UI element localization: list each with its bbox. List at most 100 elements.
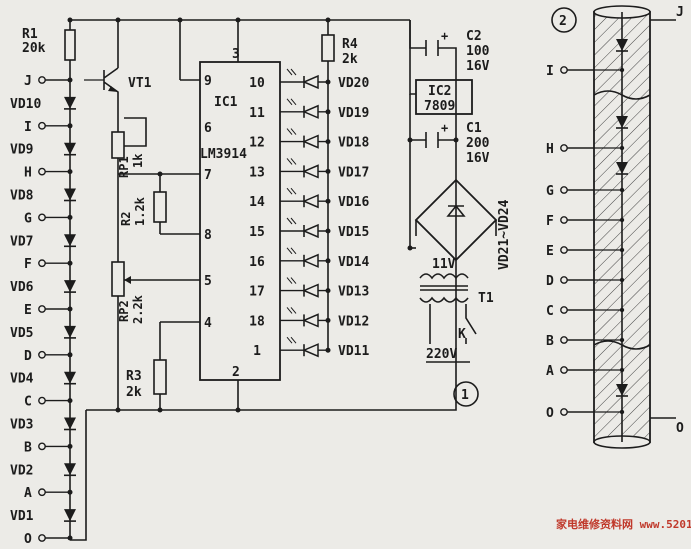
- vt1-label: VT1: [128, 76, 152, 91]
- led-light-arrows: [286, 307, 297, 314]
- c2-value: 100: [466, 44, 490, 59]
- led-label: VD15: [338, 225, 369, 240]
- rp1-wiper-loop: [124, 117, 147, 147]
- ic1-left-pin: 4: [204, 316, 212, 331]
- watermark: 家电维修资料网 www.520101.com: [556, 517, 691, 531]
- probe-node-label: G: [546, 184, 554, 199]
- transformer-primary: [419, 296, 469, 303]
- probe-node-label: H: [546, 142, 554, 157]
- junction-dot: [177, 17, 183, 23]
- c2-voltage: 16V: [466, 59, 490, 74]
- probe-node-label: B: [546, 334, 554, 349]
- power-ground: [410, 400, 457, 411]
- led-light-arrows: [286, 217, 297, 225]
- r4-ref: R4: [342, 37, 358, 52]
- node-terminal: [38, 305, 46, 313]
- led-diode: [302, 104, 319, 119]
- junction-dot: [67, 123, 73, 129]
- junction-dot: [67, 352, 73, 358]
- node-label: G: [24, 211, 32, 226]
- node-terminal: [38, 396, 46, 405]
- left-diode-chain: R1 20k JVD10IVD9HVD8GVD7FVD6EVD5DVD4CVD3…: [10, 17, 76, 547]
- node-terminal: [38, 488, 46, 497]
- probe-label-j: J: [676, 5, 684, 20]
- junction-dot: [407, 137, 413, 143]
- transformer-core: [420, 285, 468, 291]
- led-light-arrows: [286, 98, 297, 106]
- ic2-body: [415, 79, 473, 115]
- r3-ref: R3: [126, 369, 142, 384]
- junction-dot: [325, 168, 331, 174]
- node-label: D: [24, 349, 32, 364]
- c1-value: 200: [466, 136, 490, 151]
- ic1-part: LM3914: [200, 147, 247, 162]
- led-light-arrows: [286, 187, 297, 195]
- ic1-right-pin: 15: [249, 225, 265, 240]
- ic1-left-pin: 6: [204, 121, 212, 136]
- junction-dot: [157, 407, 163, 413]
- probe-node-terminal: [560, 144, 568, 152]
- probe-node-terminal: [560, 66, 568, 74]
- led-light-arrows: [286, 158, 297, 165]
- probe-node-terminal: [560, 276, 568, 284]
- rp1-value: 1k: [131, 153, 145, 168]
- led-label: VD20: [338, 76, 369, 91]
- chain-diode-label: VD3: [10, 418, 33, 433]
- node-terminal: [38, 534, 46, 542]
- junction-dot: [325, 79, 331, 85]
- ic1-pin3: 3: [232, 47, 240, 62]
- node-label: F: [24, 257, 32, 272]
- figure-2-circle: [551, 7, 577, 33]
- ic1-left-pin: 7: [204, 168, 212, 183]
- led-diode: [302, 283, 319, 298]
- led-diode: [302, 134, 319, 149]
- ic1-ref: IC1: [214, 95, 238, 110]
- bridge-ac-leads: [415, 220, 497, 236]
- ic2-part: 7809: [424, 99, 455, 114]
- mains-voltage: 220V: [426, 347, 457, 362]
- ic1-right-pin: 11: [249, 106, 265, 121]
- led-label: VD19: [338, 106, 369, 121]
- node-label: H: [24, 166, 32, 181]
- junction-dot: [67, 214, 73, 220]
- c2-wire: [409, 20, 457, 400]
- c1-voltage: 16V: [466, 151, 490, 166]
- c1-plates: [425, 132, 439, 148]
- chain-diode-label: VD2: [10, 463, 33, 478]
- rp1-body: [111, 131, 125, 159]
- chain-diode: [64, 509, 76, 522]
- r2-body: [153, 191, 167, 223]
- figure-1-circle: [453, 381, 479, 407]
- junction-dot: [453, 137, 459, 143]
- r1-ref: R1: [22, 27, 38, 42]
- chain-diode-label: VD7: [10, 234, 33, 249]
- junction-dot: [325, 228, 331, 234]
- junction-dot: [67, 489, 73, 495]
- vt1-emitter-arrow: [108, 86, 118, 92]
- c1-ref: C1: [466, 121, 482, 136]
- led-diode: [302, 164, 319, 179]
- led-label: VD18: [338, 136, 369, 151]
- led-diode: [302, 74, 319, 90]
- chain-diode: [64, 96, 76, 109]
- rp2-body: [111, 261, 125, 297]
- probe-node-label: D: [546, 274, 554, 289]
- probe-node-terminal: [560, 216, 568, 224]
- junction-dot: [619, 277, 625, 283]
- node-label: J: [24, 74, 32, 89]
- led-light-arrows: [286, 68, 297, 76]
- probe-node-terminal: [560, 408, 568, 416]
- led-label: VD12: [338, 314, 369, 329]
- chain-diode: [64, 188, 76, 201]
- junction-dot: [325, 198, 331, 204]
- junction-dot: [67, 169, 73, 175]
- r3-value: 2k: [126, 385, 142, 400]
- r3-body: [153, 359, 167, 395]
- bridge-diode-symbol: [446, 204, 466, 217]
- node-terminal: [38, 167, 46, 176]
- power-supply: + C2 100 16V IC2 7809 + C1 200 16V VD21~…: [407, 20, 512, 411]
- node-label: A: [24, 486, 32, 501]
- probe-diode: [616, 384, 628, 396]
- led-diode: [302, 343, 319, 358]
